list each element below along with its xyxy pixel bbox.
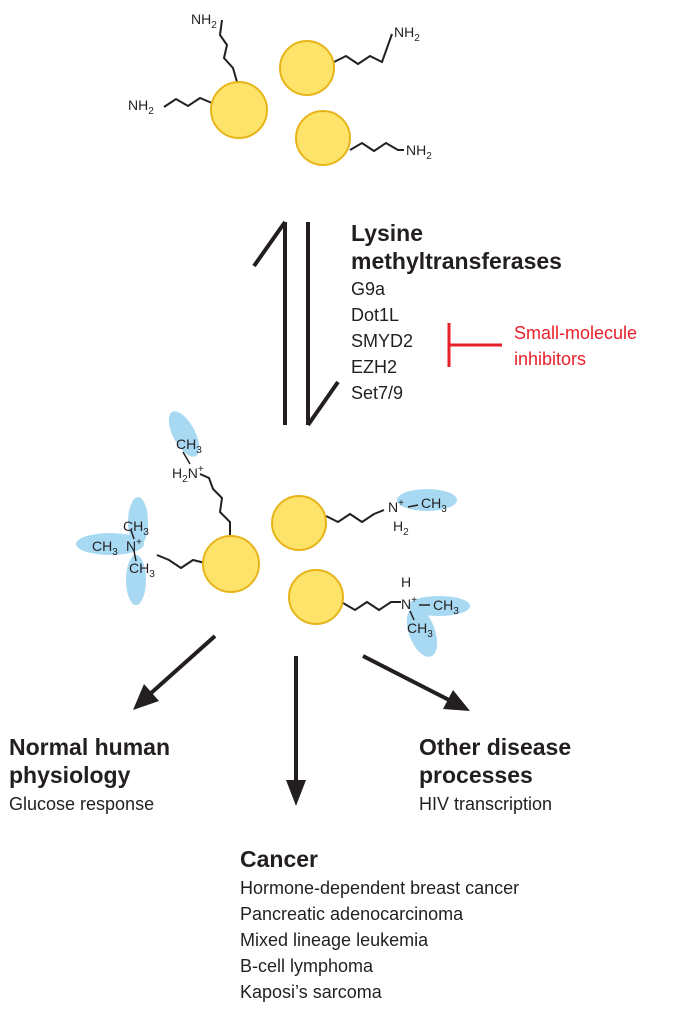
- arrow-to-other-head: [443, 690, 470, 711]
- outcome-other-item: HIV transcription: [419, 794, 553, 814]
- outcome-normal-title-line2: physiology: [9, 762, 131, 788]
- hydrogen-label: H: [401, 574, 411, 590]
- ammonium-label: N+: [126, 537, 142, 554]
- methylated-lysines: CH3 H2N+ CH3 CH3 N+ CH3 N+ CH3 H2 H N+ C…: [76, 411, 470, 657]
- methyl-bond: [182, 451, 191, 465]
- methyl-label: CH3: [123, 518, 149, 538]
- protein-ball: [288, 569, 344, 625]
- forward-arrow-barb: [252, 220, 287, 268]
- protein-ball: [210, 81, 268, 139]
- lysine-chain: [156, 554, 206, 570]
- outcome-normal-item: Glucose response: [9, 794, 155, 814]
- inhibitor-label: Small-molecule inhibitors: [514, 320, 637, 372]
- methyl-label: CH3: [176, 436, 202, 456]
- hydrogen-label: H2: [393, 518, 409, 538]
- methyl-bond: [130, 529, 135, 540]
- ammonium-label: N+: [401, 595, 417, 612]
- arrow-to-normal-shaft: [148, 634, 217, 696]
- lysine-chain: [342, 600, 401, 612]
- outcome-other-title-line1: Other disease: [419, 734, 572, 760]
- methyl-label: CH3: [433, 597, 459, 617]
- arrow-to-other-shaft: [362, 654, 450, 702]
- arrow-to-cancer-head: [286, 780, 306, 806]
- cancer-item: Hormone-dependent breast cancer: [240, 878, 520, 898]
- amine-label: NH2: [128, 97, 154, 117]
- inhibitor-symbol: [447, 323, 502, 367]
- enzyme-heading-line1: Lysine: [351, 220, 424, 246]
- outcome-cancer-title: Cancer: [240, 846, 318, 872]
- lysine-chain: [199, 473, 231, 537]
- enzyme-item: Dot1L: [351, 305, 400, 325]
- enzyme-item: Set7/9: [351, 383, 404, 403]
- enzyme-item: SMYD2: [351, 331, 414, 351]
- cancer-item: Kaposi’s sarcoma: [240, 982, 382, 1002]
- outcome-normal: Normal human physiology Glucose response: [9, 733, 170, 817]
- lysine-chain: [349, 141, 404, 153]
- protein-ball: [202, 535, 260, 593]
- outcome-cancer: Cancer Hormone-dependent breast cancer P…: [240, 845, 519, 1005]
- methyl-bond: [409, 610, 415, 621]
- ammonium-label: H2N+: [172, 464, 204, 485]
- methyl-bond: [133, 550, 137, 562]
- enzyme-list: Lysine methyltransferases G9a Dot1L SMYD…: [351, 219, 562, 406]
- methyl-label: CH3: [407, 620, 433, 640]
- inhibitor-label-line1: Small-molecule: [514, 323, 638, 343]
- methyl-bond: [407, 504, 419, 508]
- protein-ball: [271, 495, 327, 551]
- unmethylated-lysines: NH2 NH2 NH2 NH2: [128, 11, 432, 166]
- outcome-other: Other disease processes HIV transcriptio…: [419, 733, 571, 817]
- cancer-item: Mixed lineage leukemia: [240, 930, 429, 950]
- methyl-label: CH3: [92, 538, 118, 558]
- cancer-item: B-cell lymphoma: [240, 956, 374, 976]
- amine-label: NH2: [394, 24, 420, 44]
- enzyme-item: G9a: [351, 279, 386, 299]
- lysine-chain: [218, 19, 238, 83]
- outcome-normal-title-line1: Normal human: [9, 734, 171, 760]
- reverse-arrow-barb: [306, 380, 340, 427]
- amine-label: NH2: [191, 11, 217, 31]
- protein-ball: [295, 110, 351, 166]
- inhibitor-label-line2: inhibitors: [514, 349, 587, 369]
- protein-ball: [279, 40, 335, 96]
- lysine-chain: [333, 33, 393, 66]
- methyl-label: CH3: [129, 560, 155, 580]
- methyl-label: CH3: [421, 495, 447, 515]
- enzyme-heading-line2: methyltransferases: [351, 248, 562, 274]
- methyl-highlight: [126, 555, 146, 605]
- lysine-chain: [325, 509, 385, 524]
- enzyme-item: EZH2: [351, 357, 398, 377]
- amine-label: NH2: [406, 142, 432, 162]
- methyl-highlight: [168, 411, 200, 457]
- lysine-chain: [163, 96, 213, 108]
- equilibrium-arrows: [252, 220, 340, 427]
- outcome-other-title-line2: processes: [419, 762, 533, 788]
- ammonium-label: N+: [388, 498, 404, 515]
- outcome-arrows: [133, 634, 470, 806]
- cancer-item: Pancreatic adenocarcinoma: [240, 904, 464, 924]
- arrow-to-normal-head: [133, 684, 159, 710]
- methyl-highlight: [76, 533, 144, 555]
